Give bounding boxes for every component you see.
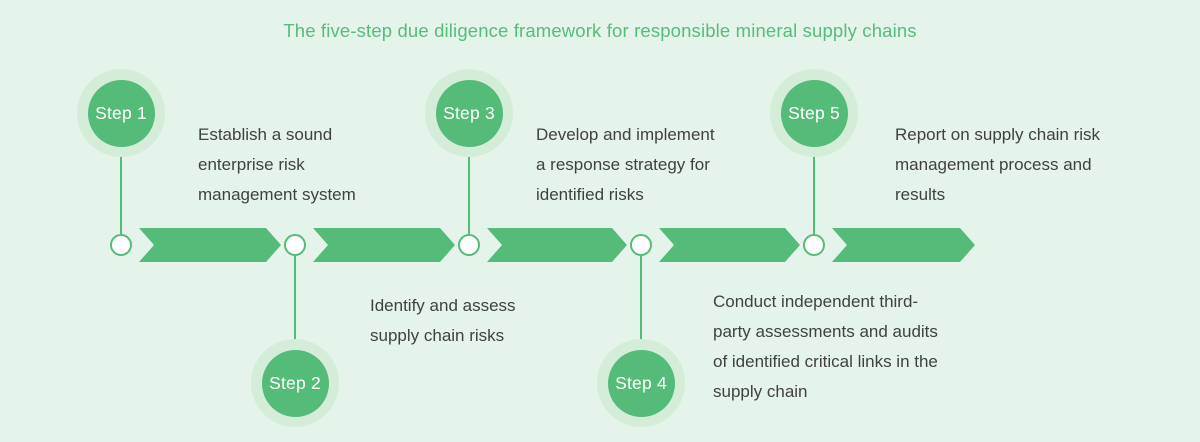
step-label-step-3: Step 3 xyxy=(443,102,495,123)
marker-4[interactable] xyxy=(630,234,652,256)
step-description-step-4: Conduct independent third- party assessm… xyxy=(713,292,938,401)
step-label-step-5: Step 5 xyxy=(788,102,840,123)
arrow-1 xyxy=(139,228,281,262)
marker-3[interactable] xyxy=(458,234,480,256)
connector-line-step-3 xyxy=(468,157,470,234)
step-disc-step-2: Step 2 xyxy=(261,349,329,417)
step-label-step-2: Step 2 xyxy=(269,372,321,393)
timeline-arrow-group xyxy=(139,228,975,262)
step-disc-step-5: Step 5 xyxy=(780,79,848,147)
connector-line-step-5 xyxy=(813,157,815,234)
arrow-2 xyxy=(313,228,455,262)
page-title: The five-step due diligence framework fo… xyxy=(283,20,917,41)
step-node-step-5[interactable]: Step 5 xyxy=(770,69,858,157)
step-node-step-3[interactable]: Step 3 xyxy=(425,69,513,157)
marker-2[interactable] xyxy=(284,234,306,256)
marker-5[interactable] xyxy=(803,234,825,256)
step-label-step-1: Step 1 xyxy=(95,102,147,123)
step-node-step-1[interactable]: Step 1 xyxy=(77,69,165,157)
step-node-step-4[interactable]: Step 4 xyxy=(597,339,685,427)
arrow-4 xyxy=(659,228,800,262)
step-label-step-4: Step 4 xyxy=(615,372,667,393)
step-description-step-2: Identify and assess supply chain risks xyxy=(370,296,516,345)
step-disc-step-4: Step 4 xyxy=(607,349,675,417)
marker-1[interactable] xyxy=(110,234,132,256)
step-description-step-5: Report on supply chain risk management p… xyxy=(895,125,1101,204)
arrow-3 xyxy=(487,228,627,262)
arrow-5 xyxy=(832,228,975,262)
step-description-step-1: Establish a sound enterprise risk manage… xyxy=(198,125,356,204)
connector-line-step-1 xyxy=(120,157,122,234)
step-description-step-3: Develop and implement a response strateg… xyxy=(536,125,715,204)
step-disc-step-3: Step 3 xyxy=(435,79,503,147)
step-node-step-2[interactable]: Step 2 xyxy=(251,339,339,427)
step-disc-step-1: Step 1 xyxy=(87,79,155,147)
connector-line-step-2 xyxy=(294,256,296,339)
connector-line-step-4 xyxy=(640,256,642,339)
